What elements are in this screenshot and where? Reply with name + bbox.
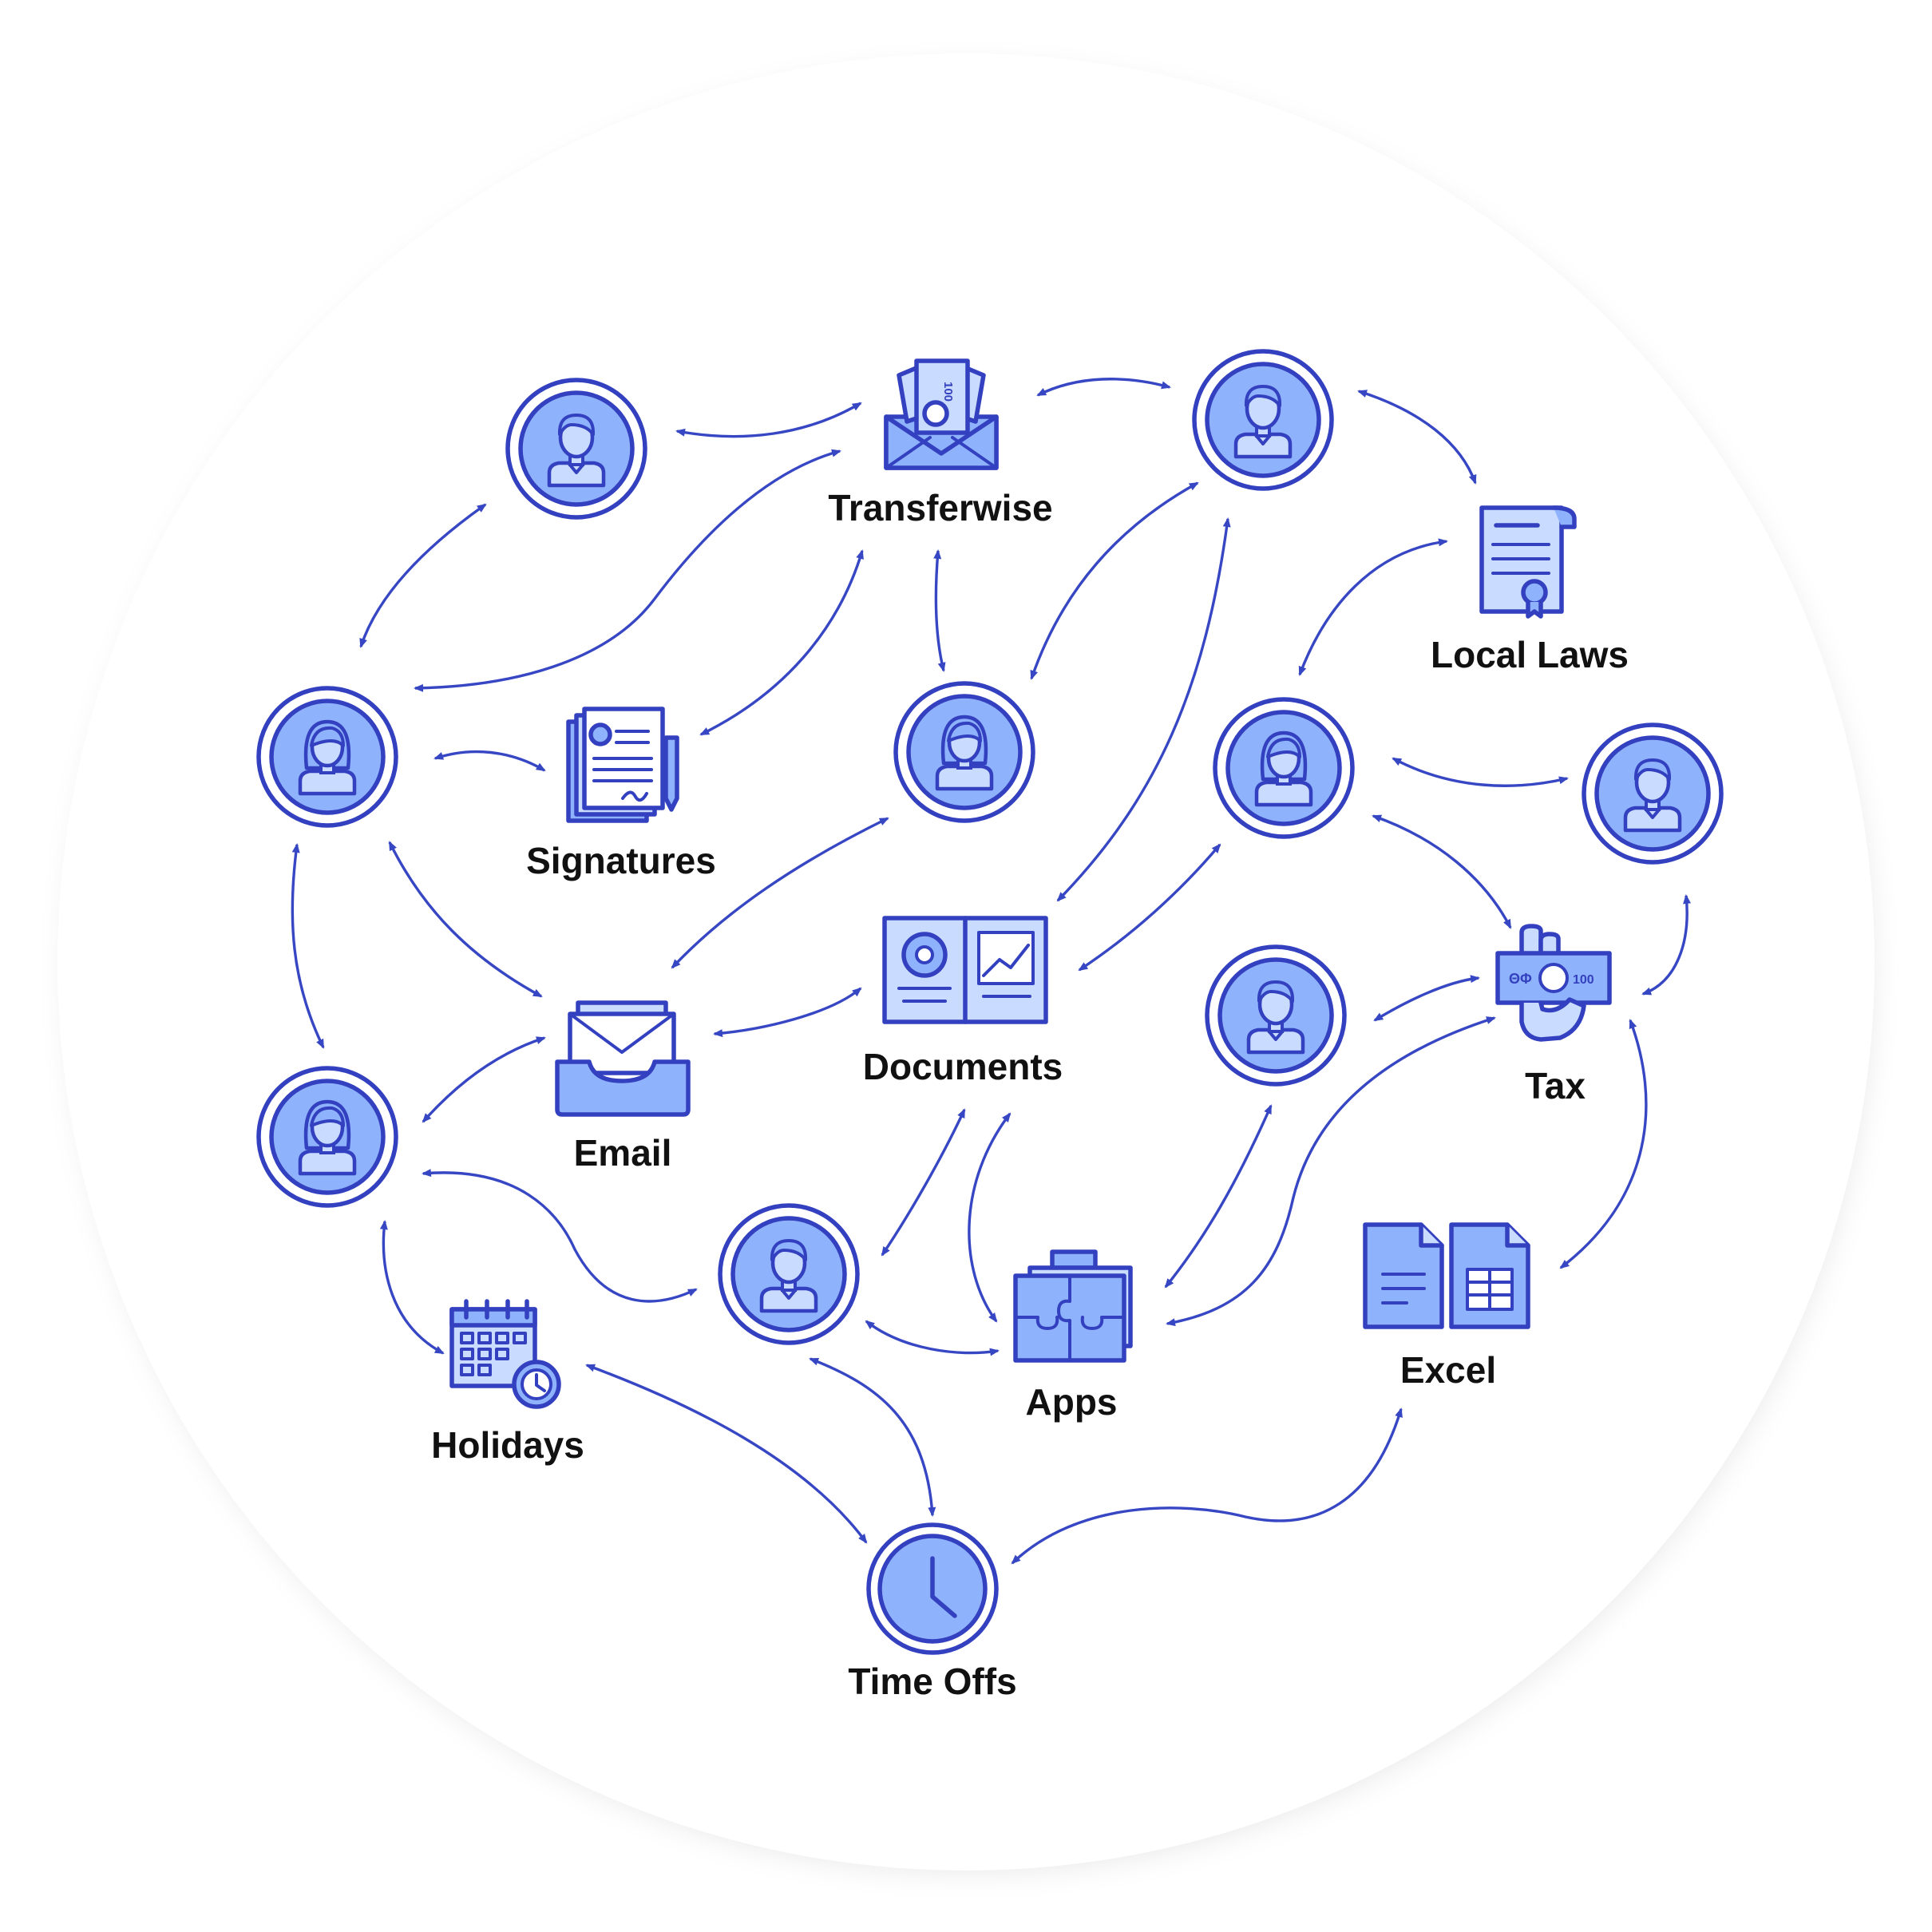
arrow [1036, 378, 1171, 397]
person-avatar-icon [1584, 725, 1721, 862]
banknote-text: 100 [941, 382, 955, 402]
arrow [434, 750, 546, 772]
label-local-laws: Local Laws [1431, 634, 1629, 675]
arrow [1392, 757, 1569, 787]
person-avatar-icon [1215, 699, 1352, 837]
money-envelope-icon: 100 [884, 358, 999, 470]
arrow [1078, 843, 1221, 972]
arrow [968, 1112, 1012, 1323]
label-documents: Documents [863, 1046, 1063, 1087]
label-tax: Tax [1525, 1065, 1586, 1107]
arrow [414, 449, 841, 692]
arrow [1373, 975, 1480, 1022]
label-transferwise: Transferwise [828, 487, 1052, 529]
arrow [291, 843, 325, 1049]
arrow [699, 549, 864, 736]
certificate-scroll-icon [1479, 505, 1577, 619]
clock-icon [866, 1522, 999, 1655]
person-avatar-icon [259, 1068, 396, 1206]
svg-text:ΘΦ: ΘΦ [1509, 971, 1532, 987]
arrow [1559, 1019, 1648, 1269]
signed-contract-icon [566, 707, 679, 823]
person-avatar-icon [720, 1206, 857, 1343]
arrow [713, 987, 862, 1038]
label-holidays: Holidays [431, 1424, 584, 1466]
doc-and-sheet-files-icon [1363, 1222, 1530, 1329]
arrow [1166, 1016, 1496, 1327]
banknote-text: 100 [1573, 973, 1594, 987]
label-signatures: Signatures [526, 840, 716, 881]
person-avatar-icon [1194, 351, 1332, 489]
arrow [933, 549, 946, 672]
hand-banknote-icon: ΘΦ 100 [1495, 924, 1612, 1042]
arrow [809, 1357, 936, 1517]
arrow [1357, 390, 1477, 485]
arrow [422, 1036, 546, 1123]
arrow [1298, 538, 1448, 676]
arrow [422, 1169, 698, 1303]
person-avatar-icon [259, 688, 396, 825]
calendar-clock-icon [449, 1299, 561, 1409]
mail-inbox-icon [555, 1000, 691, 1117]
person-avatar-icon [896, 683, 1033, 821]
arrow [675, 402, 862, 438]
label-time-offs: Time Offs [848, 1661, 1016, 1702]
arrow [881, 1108, 966, 1257]
puzzle-briefcase-icon [1013, 1249, 1133, 1363]
arrow [1641, 894, 1691, 996]
label-excel: Excel [1400, 1349, 1496, 1391]
arrow [1372, 814, 1512, 929]
arrow [671, 817, 889, 969]
arrow [1011, 1407, 1403, 1565]
label-apps: Apps [1026, 1381, 1118, 1423]
arrow [388, 841, 543, 998]
report-document-icon [882, 916, 1048, 1024]
person-avatar-icon [1207, 947, 1344, 1084]
node-labels: Transferwise Local Laws Signatures Docum… [431, 487, 1629, 1702]
arrow [865, 1320, 1000, 1356]
label-email: Email [574, 1132, 672, 1174]
arrow [379, 1220, 445, 1355]
person-avatar-icon [508, 380, 645, 517]
connector-arrows [291, 378, 1691, 1565]
